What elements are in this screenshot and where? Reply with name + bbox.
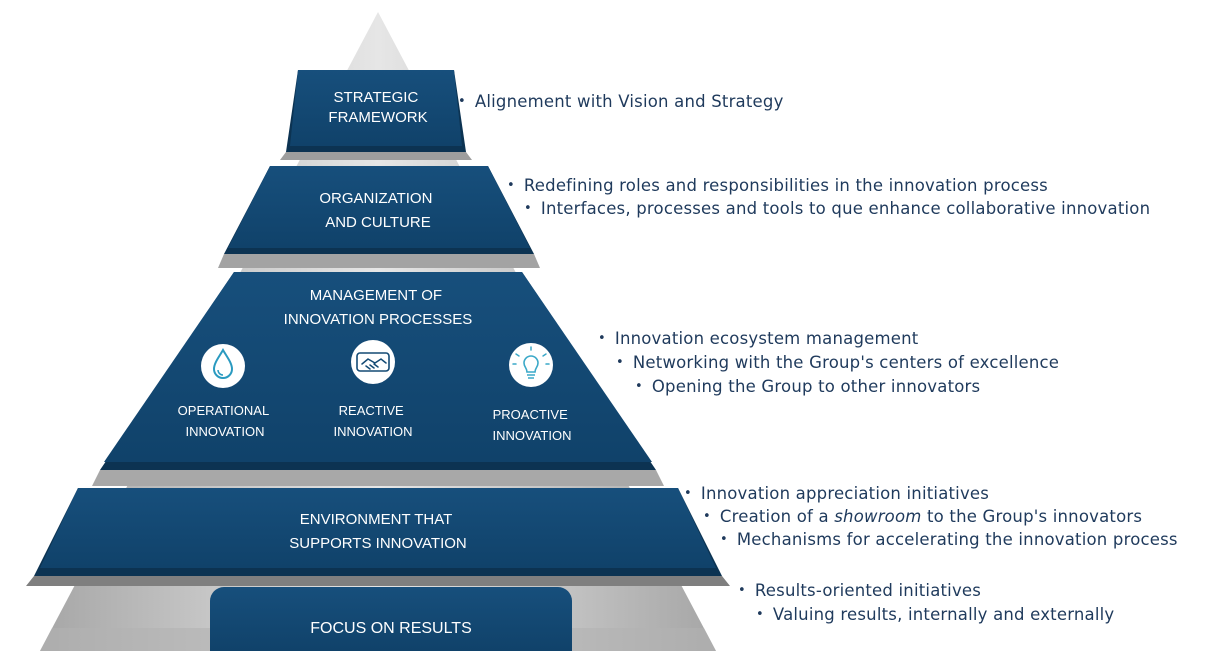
operational-label-line-2: INNOVATION <box>186 424 265 439</box>
organization-title: ORGANIZATION AND CULTURE <box>319 190 436 231</box>
svg-text:PROACTIVE INNOVATION: PROACTIVE INNOVATION <box>493 407 572 443</box>
management-title: MANAGEMENT OF INNOVATION PROCESSES <box>284 287 473 328</box>
operational-label-line-1: OPERATIONAL <box>178 403 269 418</box>
bullet-item: Valuing results, internally and external… <box>756 605 1114 624</box>
operational-innovation-item: OPERATIONAL INNOVATION <box>178 344 273 439</box>
strategic-title: STRATEGIC FRAMEWORK <box>328 89 427 126</box>
level-strategic-framework: STRATEGIC FRAMEWORK <box>280 70 472 160</box>
bullet-item: Mechanisms for accelerating the innovati… <box>720 530 1178 549</box>
bullet-item: Interfaces, processes and tools to que e… <box>524 199 1150 218</box>
reactive-label-line-2: INNOVATION <box>334 424 413 439</box>
lightbulb-icon <box>509 343 553 387</box>
proactive-label-line-1: PROACTIVE <box>493 407 568 422</box>
bullet-item: Innovation appreciation initiatives <box>684 484 989 503</box>
strategic-title-line-1: STRATEGIC <box>334 89 419 106</box>
reactive-innovation-item: REACTIVE INNOVATION <box>334 340 413 439</box>
environment-title-line-2: SUPPORTS INNOVATION <box>289 535 467 552</box>
environment-title-line-1: ENVIRONMENT THAT <box>300 511 452 528</box>
level-focus-results: FOCUS ON RESULTS <box>210 587 572 651</box>
management-title-line-2: INNOVATION PROCESSES <box>284 311 473 328</box>
bullet-item: Creation of a showroom to the Group's in… <box>703 507 1142 526</box>
level-environment: ENVIRONMENT THAT SUPPORTS INNOVATION <box>26 488 730 586</box>
strategic-title-line-2: FRAMEWORK <box>328 109 427 126</box>
level-organization-culture: ORGANIZATION AND CULTURE <box>218 166 540 268</box>
bullet-item: Results-oriented initiatives <box>738 581 981 600</box>
showroom-emphasis: showroom <box>834 507 922 526</box>
organization-title-line-1: ORGANIZATION <box>319 190 432 207</box>
bullet-item: Innovation ecosystem management <box>598 329 918 348</box>
management-title-line-1: MANAGEMENT OF <box>310 287 442 304</box>
level-management-processes: MANAGEMENT OF INNOVATION PROCESSES OPERA… <box>92 272 664 486</box>
organization-title-line-2: AND CULTURE <box>325 214 431 231</box>
reactive-label-line-1: REACTIVE <box>339 403 404 418</box>
svg-text:REACTIVE INNOVATION: REACTIVE INNOVATION <box>334 403 413 439</box>
environment-title: ENVIRONMENT THAT SUPPORTS INNOVATION <box>289 511 467 552</box>
bullet-item: Redefining roles and responsibilities in… <box>507 176 1048 195</box>
proactive-label-line-2: INNOVATION <box>493 428 572 443</box>
bullet-item: Opening the Group to other innovators <box>635 377 980 396</box>
bullet-item: Networking with the Group's centers of e… <box>616 353 1059 372</box>
results-title: FOCUS ON RESULTS <box>310 620 472 637</box>
water-drop-icon <box>201 344 245 388</box>
bullet-item: Alignement with Vision and Strategy <box>458 92 784 111</box>
proactive-innovation-item: PROACTIVE INNOVATION <box>493 343 572 443</box>
svg-text:OPERATIONAL INNOVATION: OPERATIONAL INNOVATION <box>178 403 273 439</box>
